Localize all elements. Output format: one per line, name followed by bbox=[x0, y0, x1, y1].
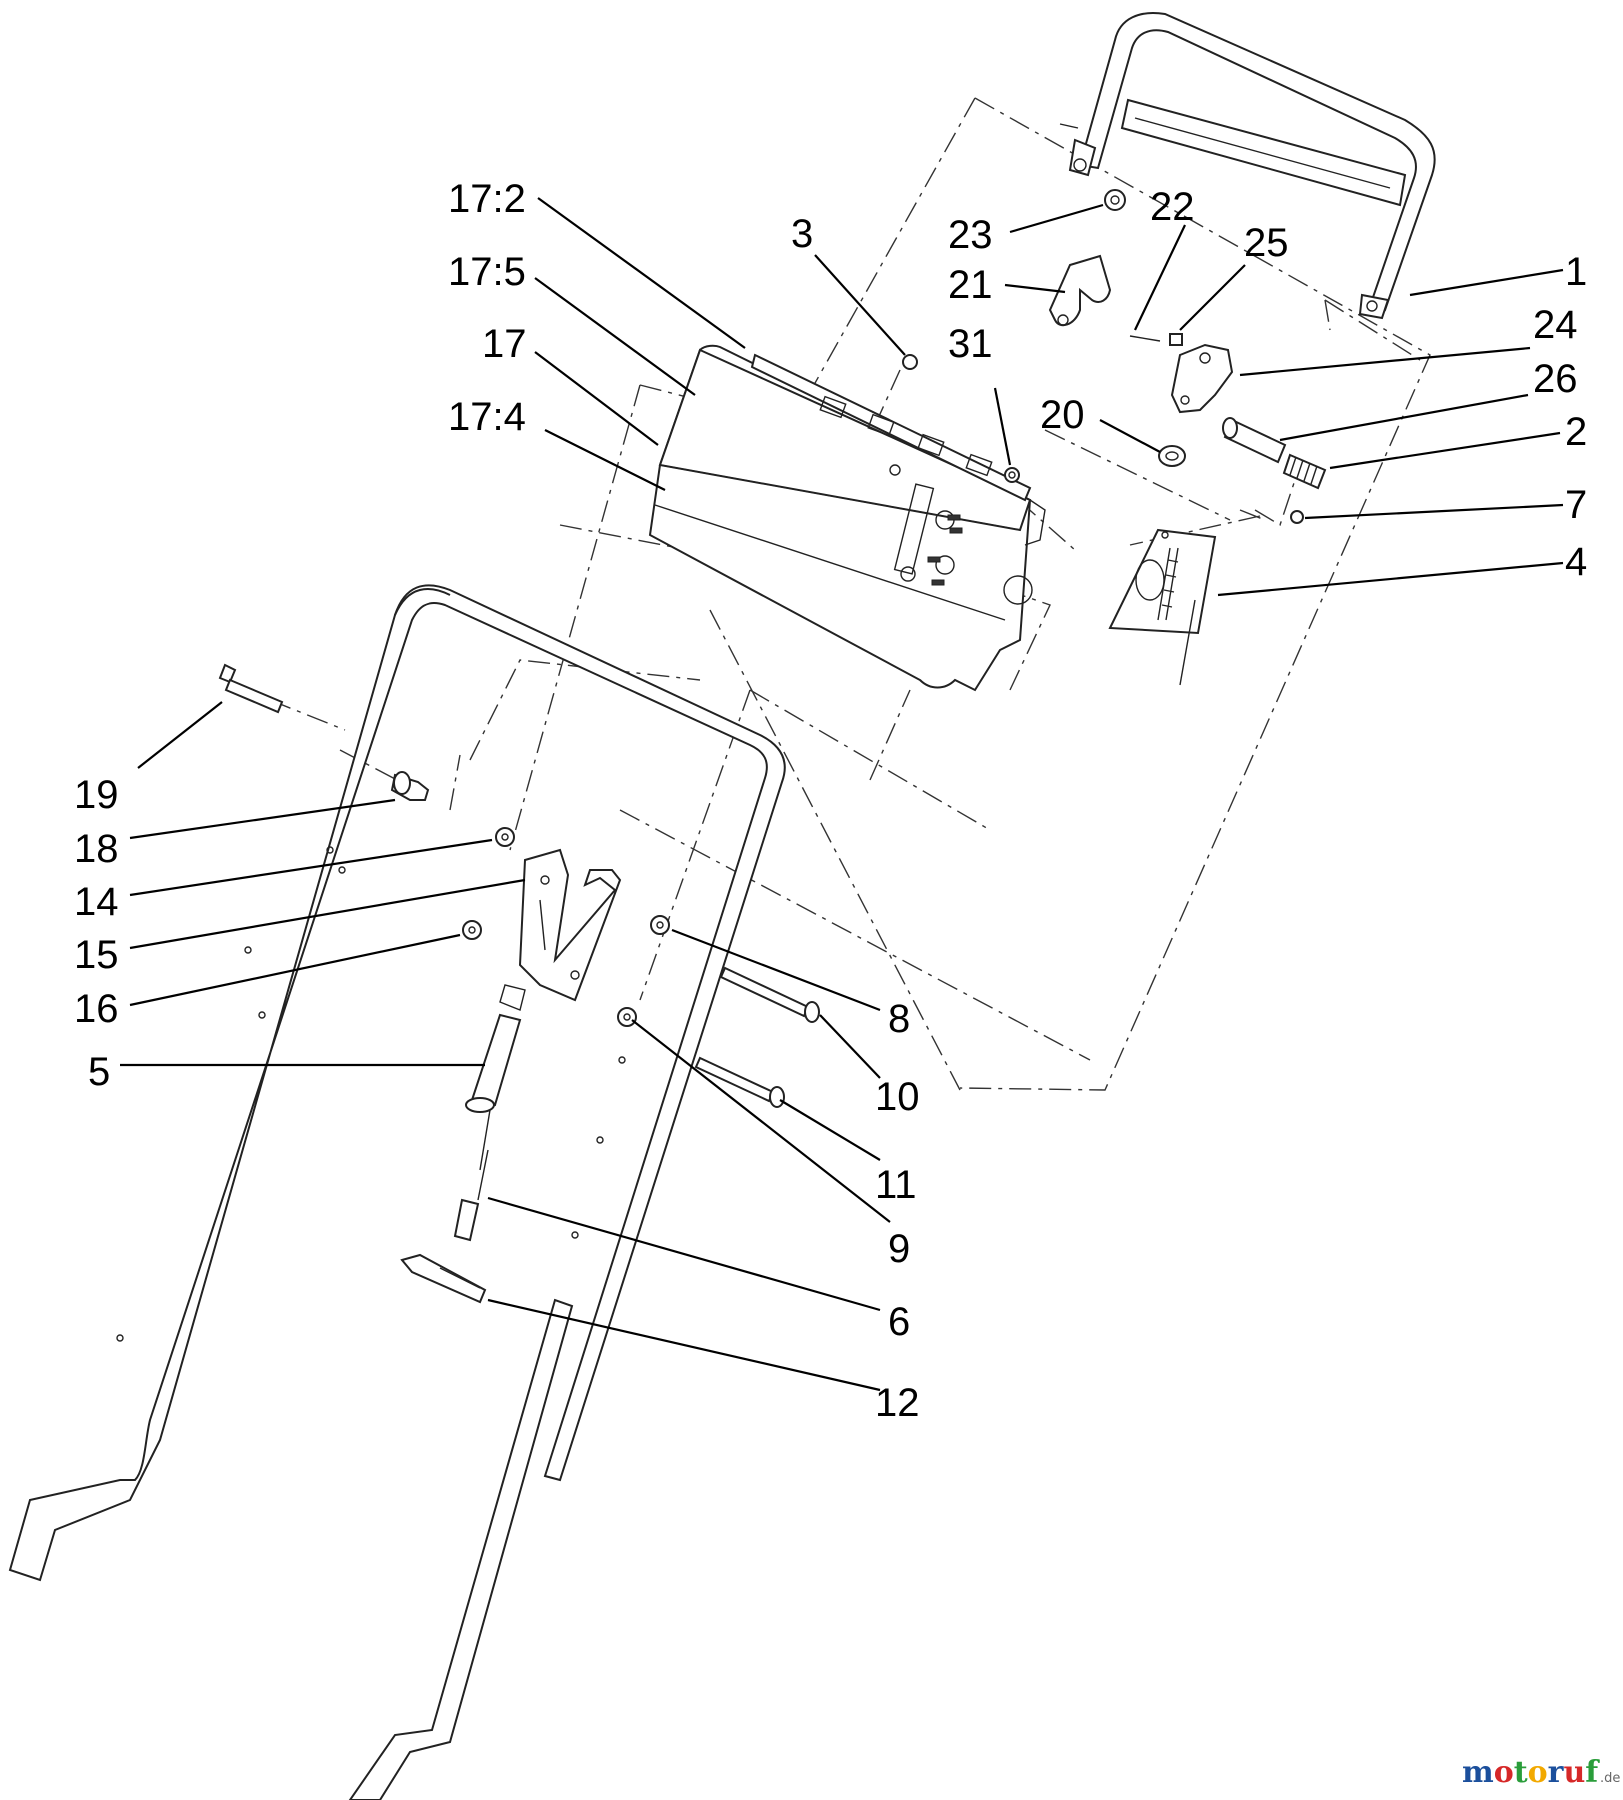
callout-31: 31 bbox=[948, 322, 993, 366]
washer-part-20 bbox=[1158, 445, 1186, 467]
wm-letter-4: r bbox=[1548, 1755, 1565, 1790]
nut-part-31 bbox=[1004, 467, 1020, 483]
callout-12: 12 bbox=[875, 1381, 920, 1425]
upper-handle-tube bbox=[8, 584, 786, 1582]
callout-23: 23 bbox=[948, 213, 993, 257]
callout-8: 8 bbox=[888, 997, 910, 1041]
wm-letter-6: f bbox=[1585, 1755, 1600, 1790]
callout-5: 5 bbox=[88, 1050, 110, 1094]
callout-7: 7 bbox=[1565, 483, 1587, 527]
cable-end-part-6 bbox=[453, 1149, 489, 1242]
knob-part-3 bbox=[902, 354, 918, 370]
callout-19: 19 bbox=[74, 773, 119, 817]
callout-22: 22 bbox=[1150, 185, 1195, 229]
svg-text:motoruf: motoruf bbox=[1462, 1755, 1600, 1790]
callout-24: 24 bbox=[1533, 303, 1578, 347]
wm-letter-3: o bbox=[1528, 1755, 1548, 1790]
wm-letter-0: m bbox=[1462, 1755, 1494, 1790]
callout-2: 2 bbox=[1565, 410, 1587, 454]
wm-letter-5: u bbox=[1563, 1755, 1585, 1790]
callout-26: 26 bbox=[1533, 357, 1578, 401]
callout-17-5: 17:5 bbox=[448, 250, 526, 294]
bolt-part-11 bbox=[694, 1056, 785, 1108]
cable-sleeve-part-5 bbox=[465, 984, 526, 1171]
callout-10: 10 bbox=[875, 1075, 920, 1119]
callout-3: 3 bbox=[791, 212, 813, 256]
leader-lines bbox=[120, 197, 1564, 1392]
callout-17-4: 17:4 bbox=[448, 395, 526, 439]
washer-part-9 bbox=[617, 1007, 637, 1027]
lower-handle-tube bbox=[116, 846, 626, 1800]
wm-suffix: .de bbox=[1600, 1771, 1620, 1786]
callout-20: 20 bbox=[1040, 393, 1085, 437]
control-panel bbox=[648, 344, 1046, 692]
lever-bracket-part-24 bbox=[1170, 343, 1234, 414]
bolt-part-10 bbox=[719, 966, 820, 1023]
washer-part-8 bbox=[650, 915, 670, 935]
callout-1: 1 bbox=[1565, 250, 1587, 294]
callout-14: 14 bbox=[74, 880, 119, 924]
nut-part-14 bbox=[495, 827, 515, 847]
callout-6: 6 bbox=[888, 1300, 910, 1344]
callout-17-2: 17:2 bbox=[448, 177, 526, 221]
nut-part-7 bbox=[1290, 510, 1304, 524]
callout-9: 9 bbox=[888, 1227, 910, 1271]
wm-letter-1: o bbox=[1494, 1755, 1514, 1790]
callout-21: 21 bbox=[948, 263, 993, 307]
callout-18: 18 bbox=[74, 827, 119, 871]
upper-bail-handle bbox=[1059, 12, 1436, 320]
spacer-part-26 bbox=[1222, 417, 1287, 464]
watermark-logo: motoruf .de bbox=[1462, 1755, 1620, 1790]
callout-17: 17 bbox=[482, 322, 527, 366]
screw-part-25 bbox=[1169, 333, 1183, 346]
callout-15: 15 bbox=[74, 933, 119, 977]
spring-part-2 bbox=[1282, 453, 1327, 490]
callout-16: 16 bbox=[74, 987, 119, 1031]
nut-part-16 bbox=[462, 920, 482, 940]
latch-part-21 bbox=[1048, 254, 1112, 327]
pin-part-22 bbox=[1129, 335, 1161, 342]
callout-25: 25 bbox=[1244, 221, 1289, 265]
callout-labels: 17:2 17:5 17 17:4 3 23 22 25 21 31 20 1 … bbox=[74, 177, 1587, 1425]
bolt-part-19 bbox=[218, 663, 284, 714]
callout-11: 11 bbox=[875, 1163, 917, 1207]
nut-part-23 bbox=[1104, 189, 1126, 211]
callout-4: 4 bbox=[1565, 540, 1587, 584]
knob-part-18 bbox=[390, 771, 430, 801]
bracket-part-15 bbox=[518, 848, 622, 1002]
grip-part-12 bbox=[400, 1253, 487, 1304]
wm-letter-2: t bbox=[1514, 1755, 1528, 1790]
throttle-plate-part-4 bbox=[1108, 528, 1217, 686]
